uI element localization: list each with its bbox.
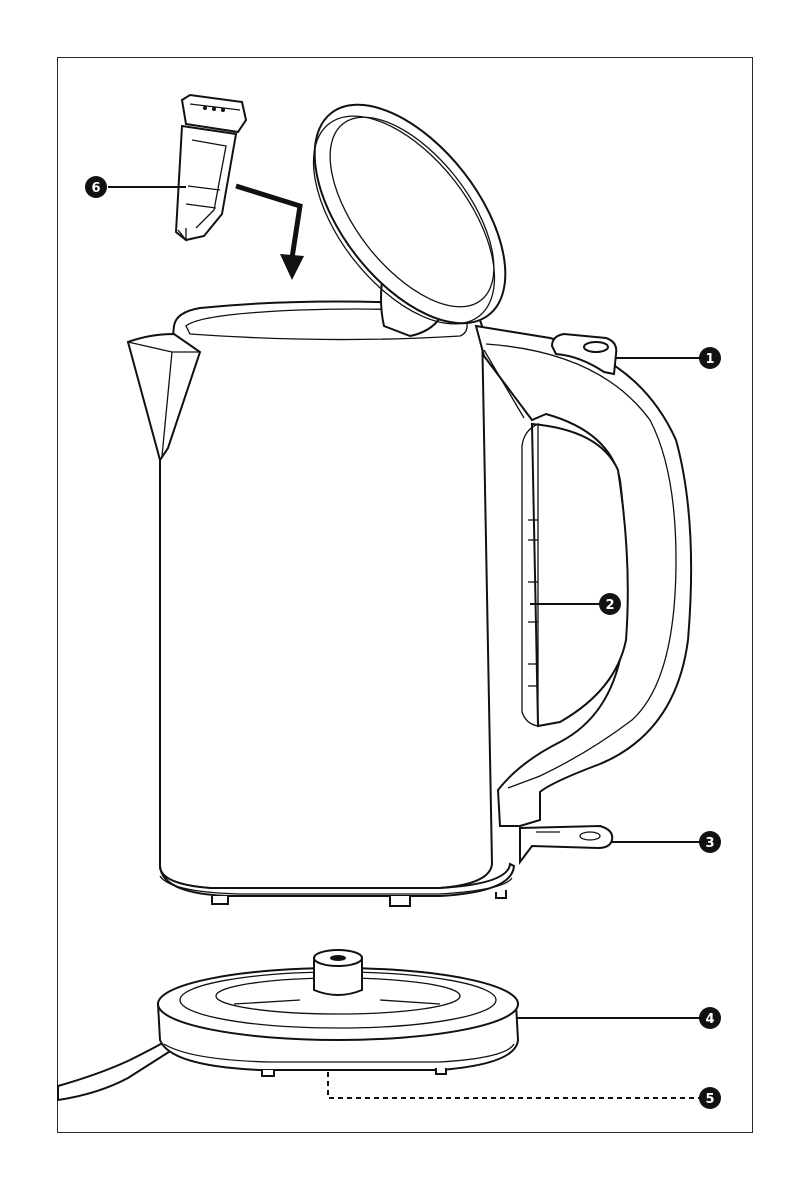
callout-4-label: 4: [705, 1012, 714, 1027]
callout-6-label: 6: [91, 181, 100, 196]
power-base: [58, 950, 518, 1100]
kettle-handle: [476, 326, 691, 826]
leader-5: [328, 1072, 700, 1098]
callout-3-label: 3: [705, 836, 714, 851]
callout-2-label: 2: [605, 598, 614, 613]
callout-6: 6: [85, 176, 107, 198]
callout-5: 5: [699, 1087, 721, 1109]
callout-1: 1: [699, 347, 721, 369]
lid-opener-button: [520, 826, 612, 862]
callout-5-label: 5: [705, 1092, 714, 1107]
insert-arrow: [236, 186, 304, 280]
limescale-filter: [176, 95, 246, 240]
callout-1-label: 1: [705, 352, 714, 367]
callout-4: 4: [699, 1007, 721, 1029]
kettle-body: [128, 301, 514, 906]
callout-2: 2: [599, 593, 621, 615]
callout-3: 3: [699, 831, 721, 853]
